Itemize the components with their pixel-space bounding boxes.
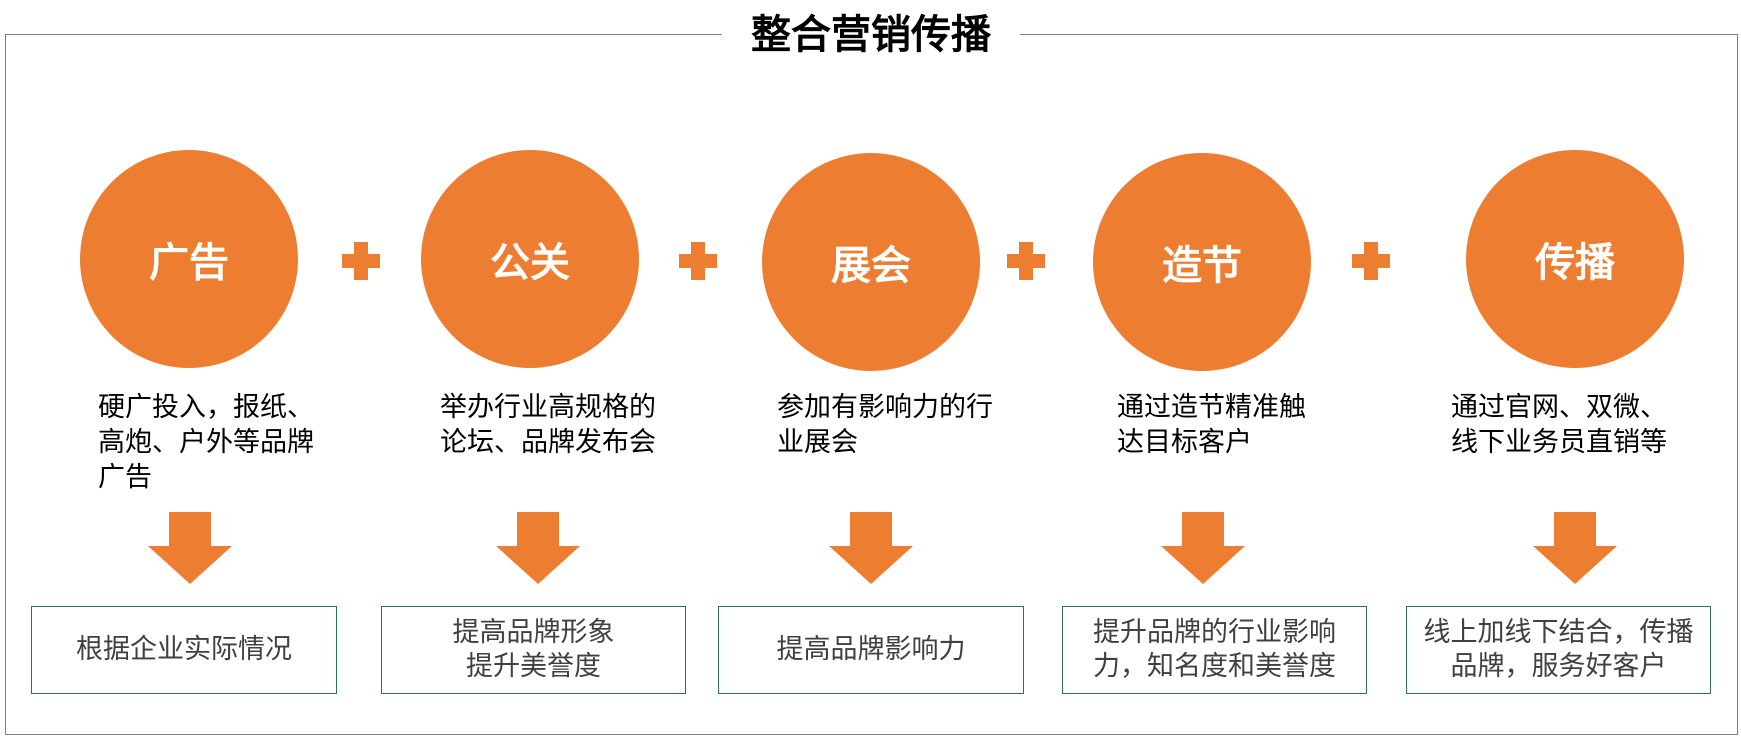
plus-icon <box>1007 242 1045 280</box>
circle-step-2: 公关 <box>421 150 639 368</box>
diagram-title: 整合营销传播 <box>722 8 1020 62</box>
arrow-down-icon <box>148 512 232 584</box>
description-step-1: 硬广投入，报纸、高炮、户外等品牌广告 <box>98 392 314 493</box>
result-box-step-2: 提高品牌形象 提升美誉度 <box>381 606 686 694</box>
description-step-2: 举办行业高规格的论坛、品牌发布会 <box>440 392 656 458</box>
circle-step-1: 广告 <box>80 150 298 368</box>
plus-icon <box>679 242 717 280</box>
circle-step-3: 展会 <box>762 153 980 371</box>
result-box-step-4: 提升品牌的行业影响力，知名度和美誉度 <box>1062 606 1367 694</box>
arrow-down-icon <box>829 512 913 584</box>
result-box-step-1: 根据企业实际情况 <box>31 606 337 694</box>
description-step-5: 通过官网、双微、线下业务员直销等 <box>1451 392 1667 458</box>
plus-icon <box>1352 242 1390 280</box>
arrow-down-icon <box>496 512 580 584</box>
result-box-step-3: 提高品牌影响力 <box>718 606 1024 694</box>
description-step-3: 参加有影响力的行业展会 <box>777 392 993 458</box>
result-box-step-5: 线上加线下结合，传播品牌，服务好客户 <box>1406 606 1711 694</box>
circle-step-4: 造节 <box>1093 153 1311 371</box>
circle-step-5: 传播 <box>1466 150 1684 368</box>
plus-icon <box>342 242 380 280</box>
arrow-down-icon <box>1533 512 1617 584</box>
description-step-4: 通过造节精准触达目标客户 <box>1117 392 1306 458</box>
arrow-down-icon <box>1161 512 1245 584</box>
